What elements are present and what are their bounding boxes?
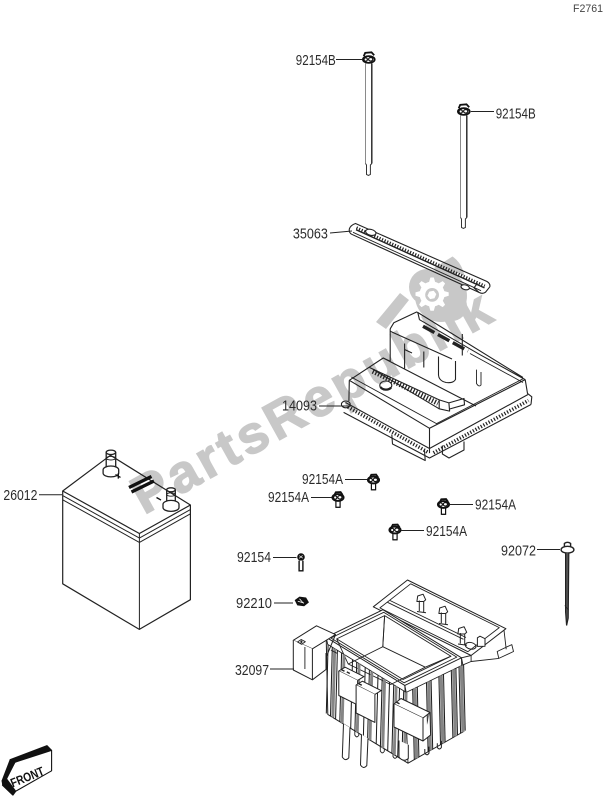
svg-text:92154B: 92154B bbox=[296, 53, 336, 69]
svg-text:35063: 35063 bbox=[293, 227, 328, 243]
svg-text:92154A: 92154A bbox=[426, 524, 467, 540]
svg-text:92154A: 92154A bbox=[268, 490, 309, 506]
svg-text:92154B: 92154B bbox=[496, 106, 536, 122]
svg-text:92154: 92154 bbox=[237, 550, 271, 566]
svg-text:92072: 92072 bbox=[501, 544, 536, 560]
svg-text:92154A: 92154A bbox=[302, 472, 343, 488]
svg-text:F2761: F2761 bbox=[573, 3, 603, 15]
svg-text:92154A: 92154A bbox=[475, 498, 516, 514]
svg-text:26012: 26012 bbox=[3, 488, 37, 504]
svg-text:14093: 14093 bbox=[282, 399, 317, 415]
svg-text:92210: 92210 bbox=[236, 596, 272, 612]
svg-text:32097: 32097 bbox=[235, 663, 269, 679]
